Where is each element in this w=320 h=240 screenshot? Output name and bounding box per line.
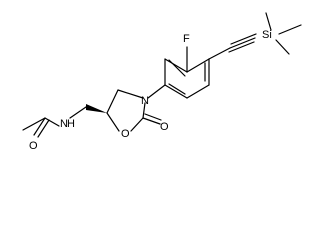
ring-oxygen-label: O <box>121 128 130 140</box>
fluorine-label: F <box>183 33 190 45</box>
benzene-bond <box>164 84 188 99</box>
alkyne-triple-bond <box>230 33 257 45</box>
benzene-bond <box>186 58 210 73</box>
amide-nitrogen-label: N <box>60 118 68 130</box>
si-methyl-bond <box>275 39 290 55</box>
oxazolidinone-bond <box>142 102 146 119</box>
aromatic-double-bond <box>168 59 186 77</box>
ring-nitrogen-label: N <box>141 95 149 107</box>
molecule-canvas: F Si N O O N H O <box>22 12 302 152</box>
oxazolidinone-bond <box>106 112 120 132</box>
methylene-nh-bond <box>69 106 87 119</box>
acetyl-carbonyl-bond <box>37 119 50 138</box>
acetyl-carbonyl-bond <box>33 117 46 136</box>
oxazolidinone-bond <box>130 117 144 132</box>
aromatic-double-bond <box>168 83 186 95</box>
benzene-bond <box>164 58 188 73</box>
oxazolidinone-bond <box>117 89 144 99</box>
carbonyl-double-bond <box>142 117 161 125</box>
carbonyl-oxygen-label: O <box>160 121 169 133</box>
alkyne-attach-bond <box>208 47 231 60</box>
si-methyl-bond <box>278 24 302 35</box>
acetyl-oxygen-label: O <box>29 140 38 152</box>
amide-bond <box>44 117 60 127</box>
amide-hydrogen-label: H <box>67 118 75 130</box>
aryl-n-bond <box>147 84 166 99</box>
carbonyl-double-bond <box>144 113 162 121</box>
oxazolidinone-bond <box>106 89 119 114</box>
stereo-wedge-bond <box>86 104 107 113</box>
acetyl-methyl-bond <box>22 117 46 131</box>
silicon-label: Si <box>262 29 272 41</box>
si-methyl-bond <box>265 12 272 31</box>
alkyne-triple-bond <box>228 41 255 53</box>
benzene-bond <box>186 84 210 99</box>
alkyne-triple-bond <box>229 37 256 49</box>
molecule-structure: F Si N O O N H O <box>22 12 302 152</box>
